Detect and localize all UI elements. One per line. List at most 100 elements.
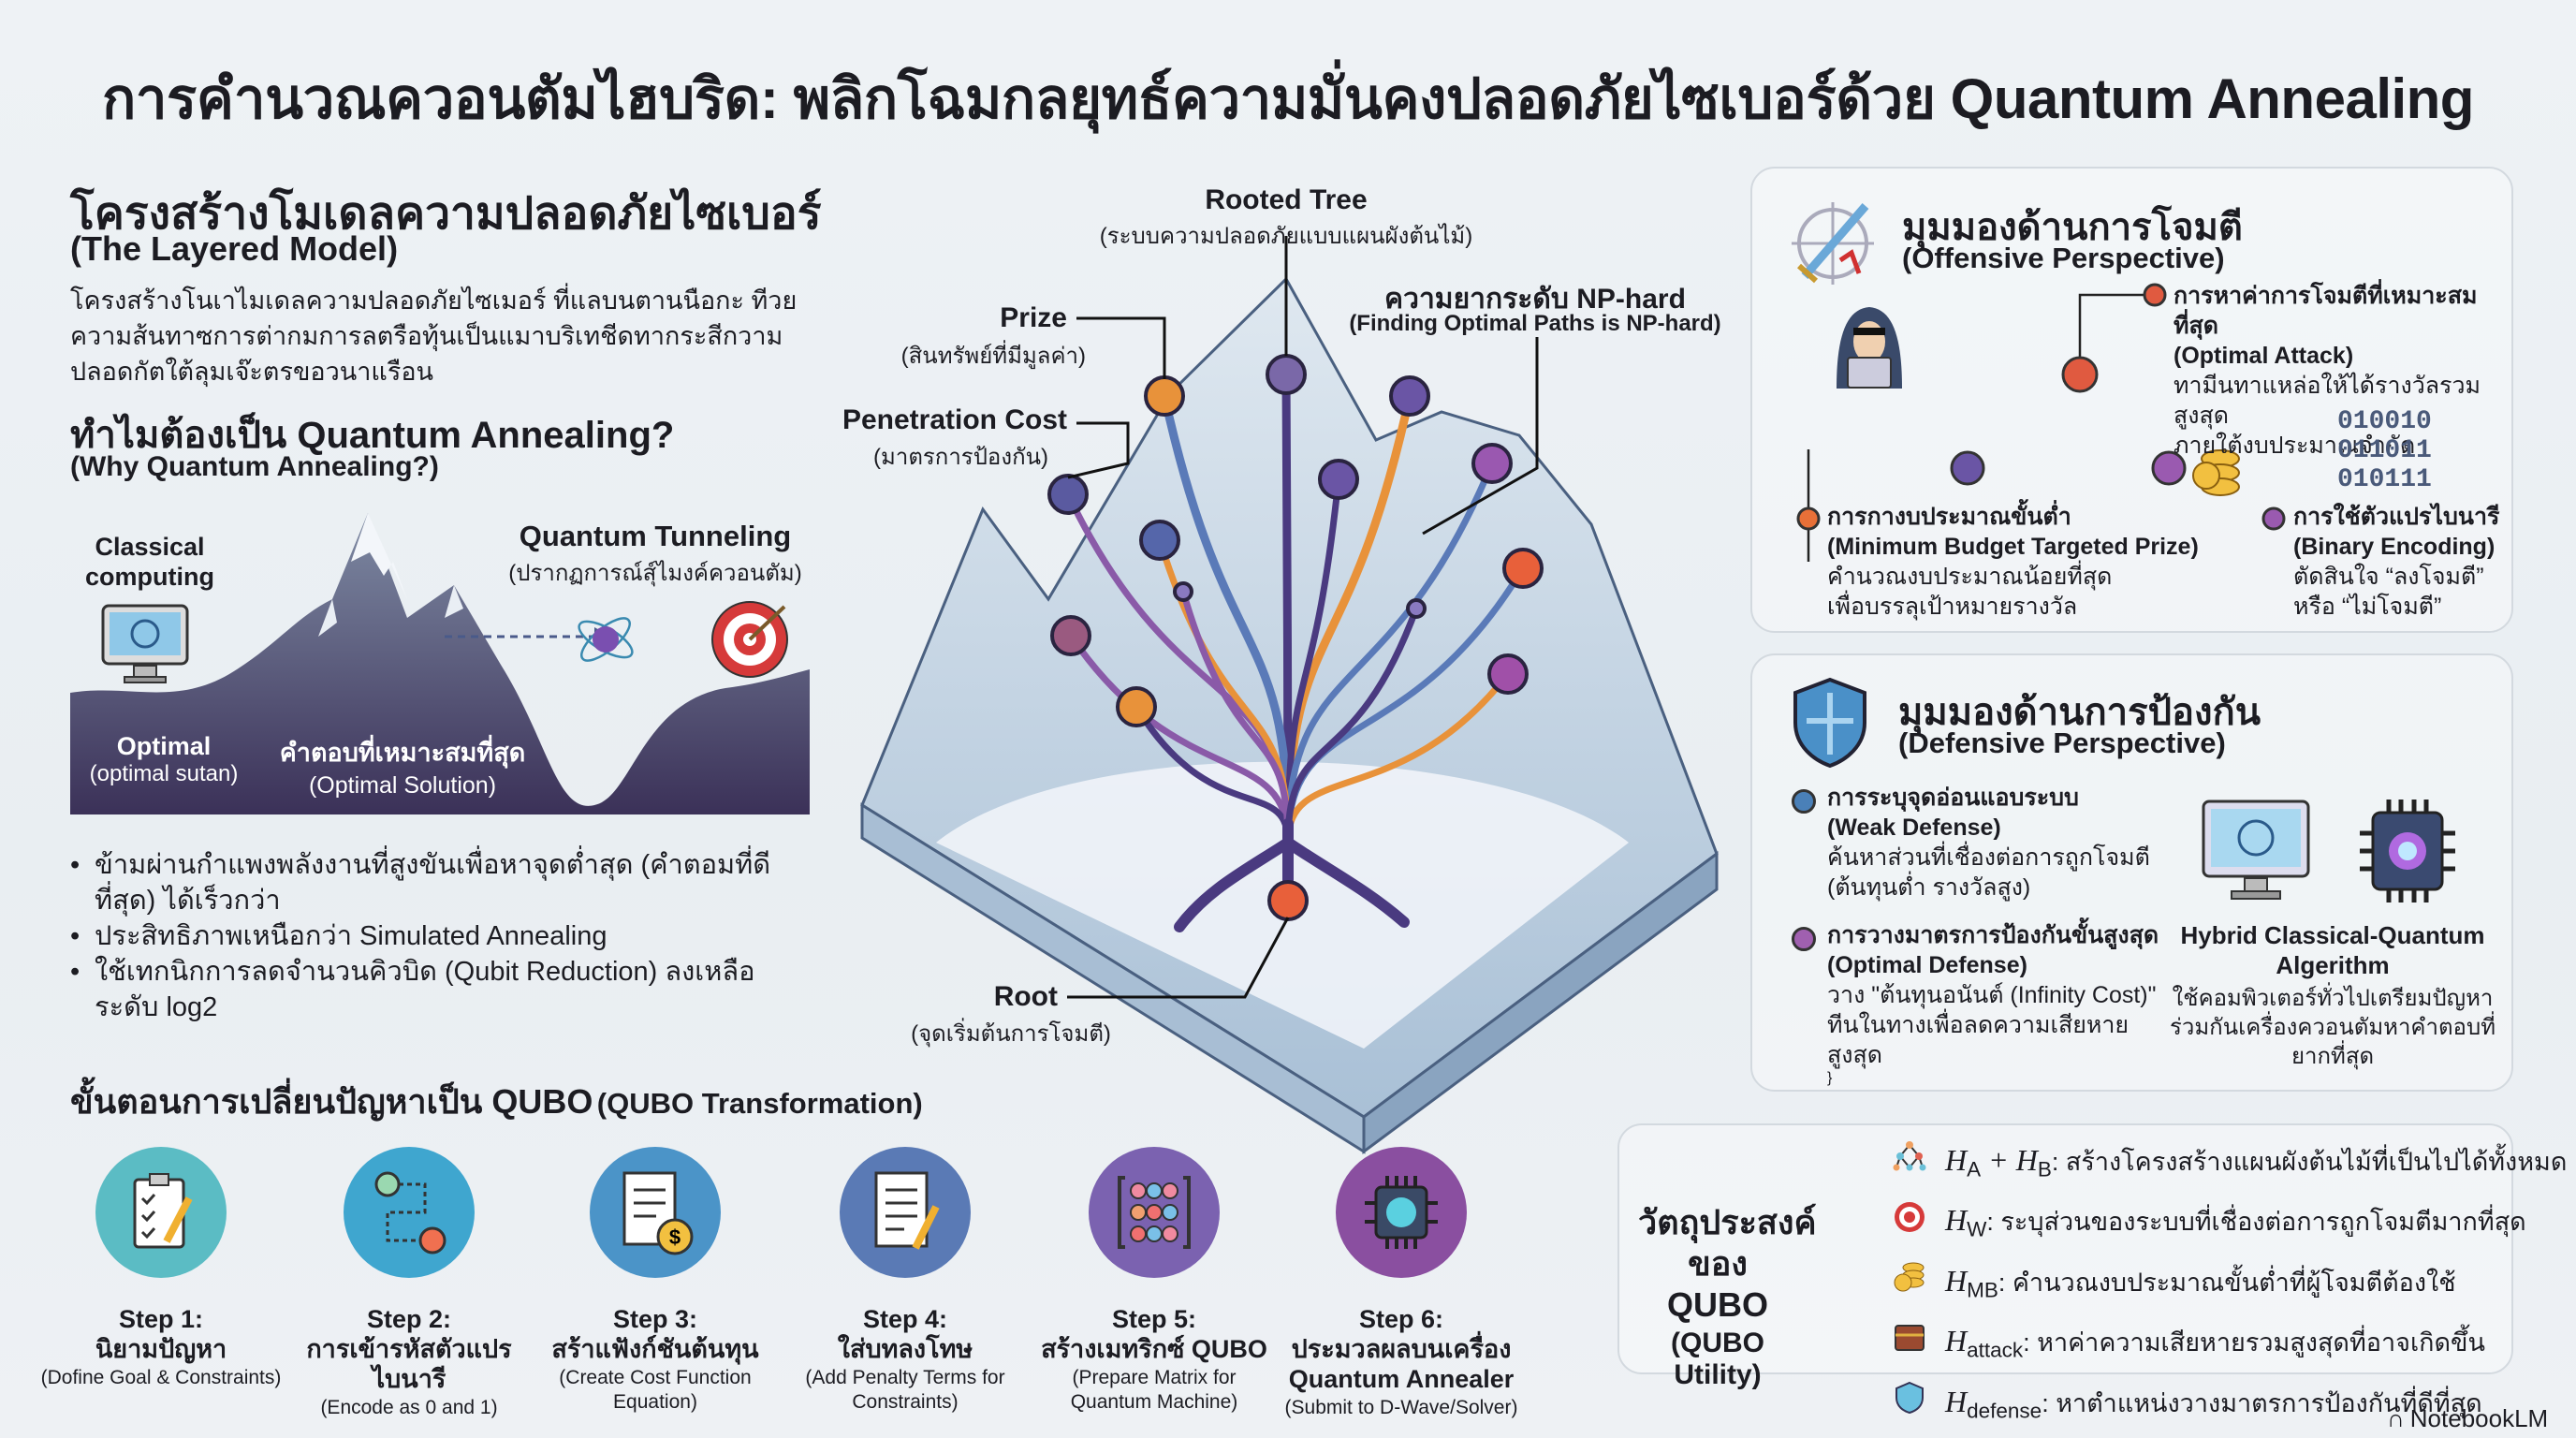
tree-node xyxy=(1502,548,1544,589)
step-number: Step 6: xyxy=(1358,1305,1444,1333)
prize-sublabel: (สินทรัพย์ที่มีมูลค่า) xyxy=(900,344,1086,369)
desc-line: โครงสร้างโนเาไมเดลความปลอดภัยไซเมอร์ ที่… xyxy=(70,286,798,315)
why-subheading: (Why Quantum Annealing?) xyxy=(70,451,439,482)
item-en: (Minimum Budget Targeted Prize) xyxy=(1827,534,2199,560)
optimal-sub: (optimal sutan) xyxy=(89,761,239,786)
h-symbol: + H xyxy=(1981,1143,2038,1177)
utility-desc: : สร้างโครงสร้างแผนผังต้นไม้ที่เป็นไปได้… xyxy=(2051,1148,2568,1176)
h-subscript: MB xyxy=(1967,1278,1998,1302)
page-title: การคำนวณควอนตัมไฮบริด: พลิกโฉมกลยุทธ์ควา… xyxy=(102,67,2474,130)
item-en: (Binary Encoding) xyxy=(2293,534,2496,560)
root-label: Root xyxy=(993,981,1058,1012)
utility-desc: : หาค่าความเสียหายรวมสูงสุดที่อาจเกิดขึ้… xyxy=(2023,1328,2485,1357)
tree-branch xyxy=(1179,588,1292,846)
defensive-panel: มุมมองด้านการป้องกัน (Defensive Perspect… xyxy=(1750,653,2513,1092)
leader-lines xyxy=(1067,236,1539,999)
step-1: Step 1:นิยามปัญหา (Dofine Goal & Constrai… xyxy=(39,1147,283,1390)
h-subscript: defense xyxy=(1967,1398,2042,1422)
penetration-cost-sublabel: (มาตรการป้องกัน) xyxy=(873,445,1048,470)
utility-desc: : คำนวณงบประมาณขั้นต่ำที่ผู้โจมตีต้องใช้ xyxy=(1998,1268,2456,1297)
h-subscript: A xyxy=(1967,1157,1982,1181)
tree-node xyxy=(1144,375,1185,417)
step-title: นิยามปัญหา xyxy=(95,1335,227,1363)
item-desc: ค้นหาส่วนที่เชื่องต่อการถูกโจมตี xyxy=(1827,844,2150,871)
h-subscript: attack xyxy=(1967,1338,2024,1362)
step-title: สร้าแฟังก์ชันต้นทุน xyxy=(551,1335,759,1363)
notebooklm-logo-icon: ∩ xyxy=(2387,1404,2405,1432)
shield-icon xyxy=(1893,1381,1926,1431)
h-symbol: H xyxy=(1945,1384,1968,1418)
desc-line: ปลอดกัตใต้ลุมเจ๊ะตรขอวนาแรือน xyxy=(70,358,433,386)
target-icon xyxy=(710,599,790,684)
offensive-panel: มุมมองด้านการโจมตี (Offensive Perspectiv… xyxy=(1750,167,2513,633)
qubo-heading-th: ขั้นตอนการเปลี่ยนปัญหาเป็น QUBO xyxy=(70,1082,593,1121)
utility-item: HW: ระบุส่วนของระบบที่เชื่องต่อการถูกโจม… xyxy=(1893,1195,2567,1255)
monitor-icon xyxy=(2200,798,2312,910)
tree-branch xyxy=(1067,632,1292,846)
item-desc: วาง "ต้นทุนอนันต์ (Infinity Cost)" xyxy=(1827,982,2157,1008)
tree-branch xyxy=(1284,605,1420,846)
item-en: (Weak Defense) xyxy=(1827,814,2001,841)
step-number: Step 5: xyxy=(1111,1305,1197,1333)
utility-item: Hdefense: หาตำแหน่งวางมาตรการป้องกันที่ด… xyxy=(1893,1376,2567,1436)
atom-icon xyxy=(573,607,638,677)
hacker-icon xyxy=(1827,300,1911,398)
np-hard-label: ความยากระดับ NP-hard xyxy=(1384,284,1686,315)
bit-row: 010111 xyxy=(2337,465,2432,494)
step-subtitle: (Dofine Goal & Constraints) xyxy=(40,1367,282,1388)
step-subtitle: (Submit to D-Wave/Solver) xyxy=(1284,1397,1518,1418)
item-desc: หรือ “ไม่โจมตี” xyxy=(2293,594,2442,620)
weak-defense-item: การระบุจุดอ่อนแอบระบบ (Weak Defense) ค้นห… xyxy=(1827,783,2150,902)
step-subtitle: (Create Cost Function Equation) xyxy=(559,1367,752,1413)
step-number: Step 1: xyxy=(118,1305,204,1333)
item-title: การหาค่าการโจมตีที่เหมาะสมที่สุด xyxy=(2174,283,2478,339)
qubo-heading: ขั้นตอนการเปลี่ยนปัญหาเป็น QUBO (QUBO Tr… xyxy=(70,1075,923,1128)
tree-node xyxy=(1173,581,1193,602)
tree-branch xyxy=(1284,460,1496,846)
item-desc: สูงสุด xyxy=(1827,1042,1882,1068)
tree-branch xyxy=(1284,476,1342,846)
solution-label: คำตอบที่เหมาะสมที่สุด (Optimal Solution) xyxy=(271,732,534,800)
target-icon xyxy=(1893,1200,1926,1251)
penetration-cost-label: Penetration Cost xyxy=(842,404,1067,435)
coins-icon xyxy=(1893,1260,1926,1311)
tree-branch xyxy=(1283,391,1414,847)
utility-item: Hattack: หาค่าความเสียหายรวมสูงสุดที่อาจ… xyxy=(1893,1315,2567,1375)
layered-heading: โครงสร้างโมเดลความปลอดภัยไซเบอร์ xyxy=(70,189,822,239)
item-en: (Optimal Defense) xyxy=(1827,952,2027,978)
qubo-utility-panel: วัตถุประสงค์ ของ QUBO (QUBO Utility) HA … xyxy=(1617,1123,2567,1422)
quantum-chip-icon xyxy=(1336,1147,1467,1278)
tree-node xyxy=(1050,615,1091,656)
brand-watermark: ∩NotebookLM xyxy=(2387,1404,2548,1433)
utility-desc: : ระบุส่วนของระบบที่เชื่องต่อการถูกโจมตี… xyxy=(1986,1208,2526,1237)
h-symbol: H xyxy=(1945,1263,1968,1298)
tree-icon xyxy=(1893,1139,1926,1190)
step-number: Step 3: xyxy=(612,1305,698,1333)
item-desc: (ต้นทุนต่ำ รางวัลสูง) xyxy=(1827,874,2031,901)
clipboard-icon xyxy=(95,1147,227,1278)
penalty-document-icon xyxy=(840,1147,971,1278)
hybrid-item: Hybrid Classical-Quantum Algerithm ใช้คอ… xyxy=(2164,920,2501,1071)
optimal-defense-bullet xyxy=(1792,927,1816,951)
layered-subheading: (The Layered Model) xyxy=(70,229,399,268)
why-heading: ทำไมต้องเป็น Quantum Annealing? xyxy=(70,415,675,456)
offensive-connectors xyxy=(1796,283,2286,562)
item-en: (Optimal Attack) xyxy=(2174,343,2354,369)
item-desc: ภายใต้งบประมาณจำกัด xyxy=(2174,433,2416,459)
step-6: Step 6:ประมวลผลบนเครื่อง Quantum Anneale… xyxy=(1280,1147,1523,1420)
hybrid-desc: ใช้คอมพิวเตอร์ทั่วไปเตรียมปัญหา ร่วมกันเ… xyxy=(2169,986,2496,1069)
tunneling-label: Quantum Tunneling xyxy=(519,520,792,552)
item-desc: ทามีนทาแหล่อให้ได้รางวัลรวมสูงสุด xyxy=(2174,373,2481,429)
step-number: Step 2: xyxy=(366,1305,452,1333)
bullet: ใช้เทกนิกการลดจำนวนคิวบิด (Qubit Reducti… xyxy=(70,954,810,1025)
classical-label: Classical computing xyxy=(85,533,214,591)
utility-list: H A + HB: สร้างโครงสร้างแผนผังต้นไม้ที่เป… xyxy=(1893,1135,2567,1436)
tree-node xyxy=(1487,653,1529,695)
tree-node xyxy=(1389,375,1430,417)
computer-icon xyxy=(98,604,192,688)
rooted-tree-sublabel: (ระบบความปลอดภัยแบบแผนผังต้นไม้) xyxy=(1099,224,1473,249)
bit-row: 010010 xyxy=(2337,407,2432,436)
item-title: การระบุจุดอ่อนแอบระบบ xyxy=(1827,785,2079,811)
h-subscript: B xyxy=(2037,1157,2052,1181)
solution-sub: (Optimal Solution) xyxy=(308,772,497,799)
